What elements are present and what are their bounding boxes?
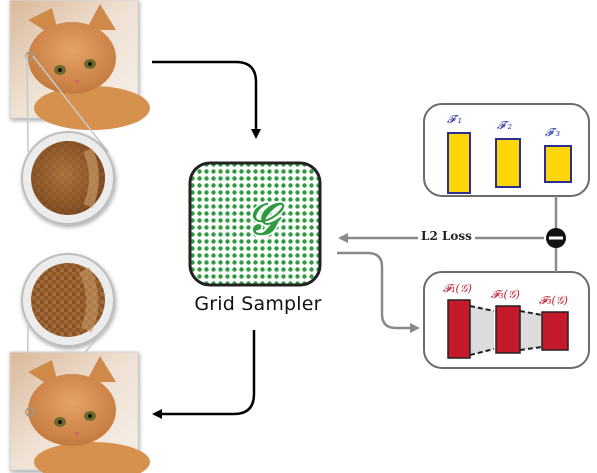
target-feature-label-2: 𝓕′₂ [497, 119, 513, 132]
l2-loss-label: L2 Loss [418, 229, 475, 243]
input-cat-image [9, 0, 150, 130]
sampled-feature-bar-1 [447, 299, 471, 359]
output-cat-image [9, 351, 150, 473]
sampled-feature-label-1: 𝓕₁(𝒢) [443, 282, 472, 295]
target-feature-label-3: 𝓕′₃ [545, 126, 561, 139]
grid-sampler-box [188, 161, 322, 287]
subtract-operator [546, 228, 566, 248]
target-feature-label-1: 𝓕′₁ [447, 113, 463, 126]
sampled-feature-bar-2 [495, 305, 521, 354]
sampled-features-panel [423, 271, 590, 369]
sampled-feature-label-3: 𝓕₃(𝒢) [539, 294, 568, 307]
sampler-to-sampled-features-arrow [337, 251, 420, 333]
input-zoom-connectors [26, 55, 109, 153]
target-features-panel [423, 103, 590, 197]
grid-sampler-label: Grid Sampler [194, 293, 322, 315]
target-feature-bar-2 [495, 138, 521, 188]
sampler-to-output-arrow [152, 330, 256, 419]
output-zoom-magnifier [21, 253, 115, 347]
input-zoom-magnifier [21, 131, 115, 225]
input-to-sampler-arrow [152, 60, 261, 139]
grid-symbol: 𝒢 [246, 194, 278, 245]
sampled-feature-bar-3 [541, 311, 569, 351]
target-feature-bar-3 [544, 145, 572, 183]
sampled-feature-label-2: 𝓕₃(𝒢) [491, 288, 520, 301]
target-feature-bar-1 [447, 132, 471, 194]
